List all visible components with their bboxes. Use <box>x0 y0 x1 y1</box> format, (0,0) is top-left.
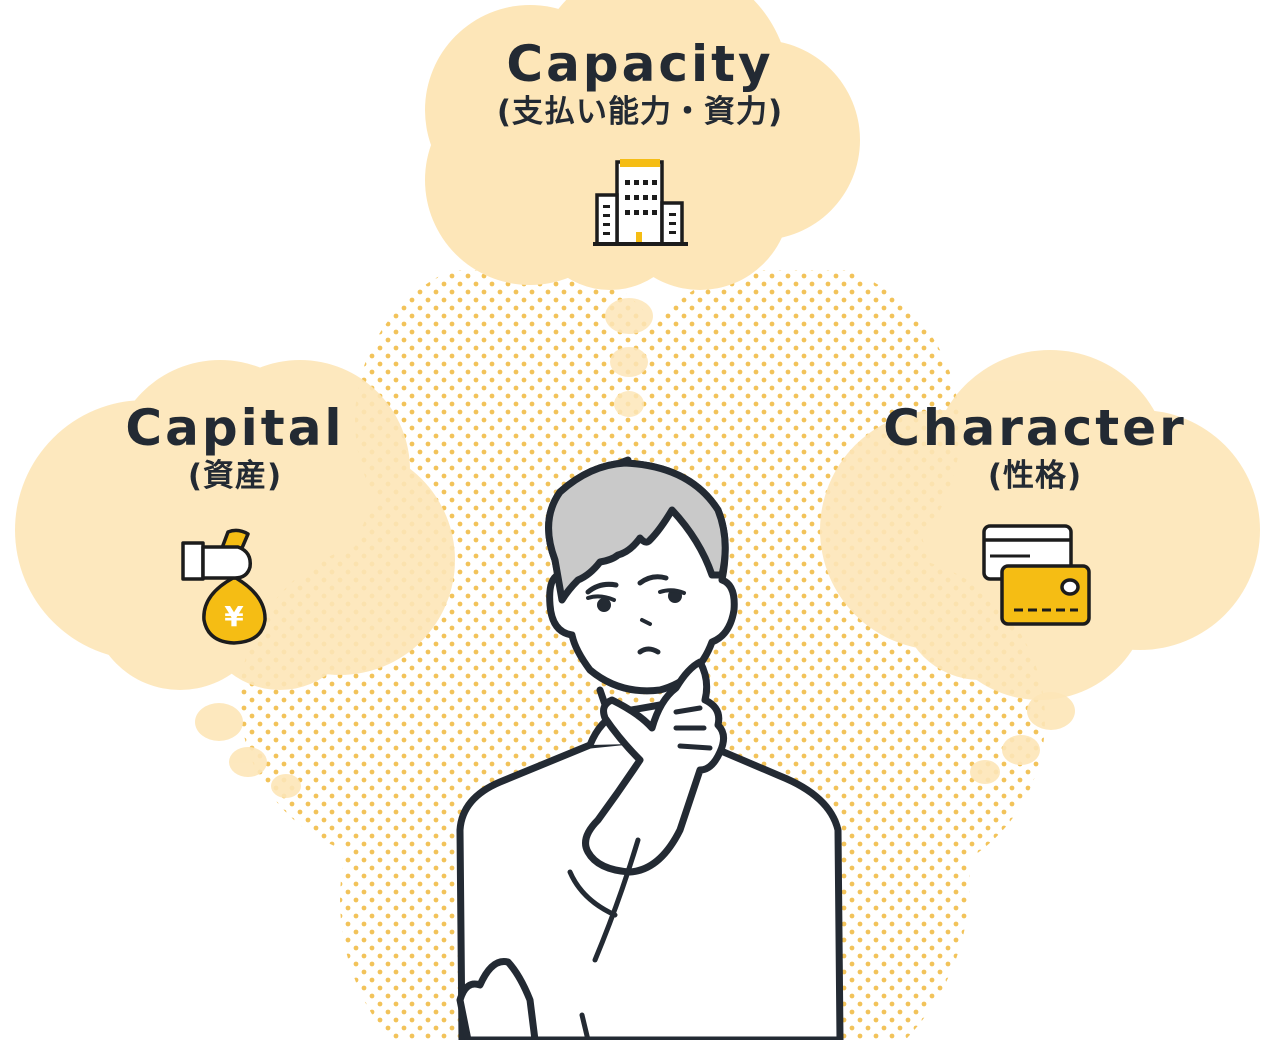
capacity-title: Capacity <box>506 35 774 93</box>
capital-subtitle: (資産) <box>187 458 283 494</box>
hair <box>545 459 729 604</box>
office-building-icon <box>593 159 688 246</box>
capacity-label: Capacity (支払い能力・資力) <box>440 36 840 132</box>
svg-text:¥: ¥ <box>224 600 244 633</box>
capital-title: Capital <box>125 399 345 457</box>
capital-label: Capital (資産) <box>80 400 390 496</box>
money-bag-yen-icon: ¥ <box>181 528 267 645</box>
character-label: Character (性格) <box>860 400 1210 496</box>
chin-hand <box>582 658 727 876</box>
lower-hand <box>456 958 539 1040</box>
character-title: Character <box>883 399 1187 457</box>
character-cloud <box>820 350 1260 700</box>
character-subtitle: (性格) <box>987 458 1083 494</box>
capacity-subtitle: (支払い能力・資力) <box>496 94 784 130</box>
capacity-thought-dots <box>605 298 653 417</box>
thinking-man-figure <box>456 456 844 1040</box>
capacity-cloud <box>425 0 860 290</box>
character-thought-dots <box>970 692 1075 784</box>
capital-thought-dots <box>195 703 301 798</box>
capital-cloud <box>15 360 455 690</box>
credit-cards-icon <box>982 524 1091 626</box>
